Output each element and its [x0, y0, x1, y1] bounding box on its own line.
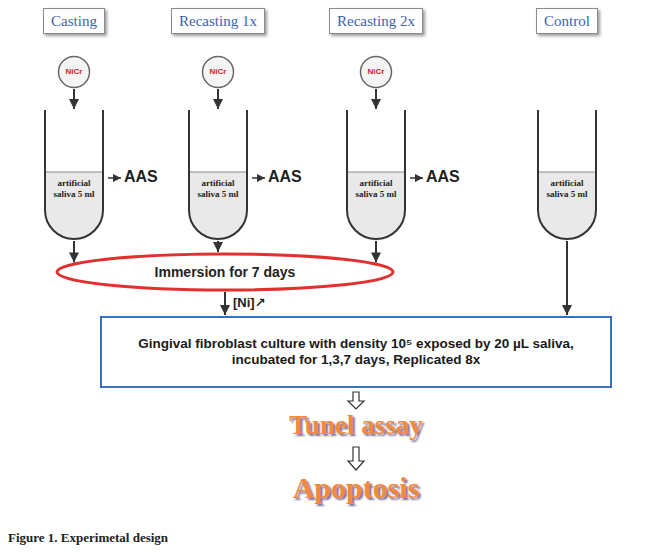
liquid-fill	[347, 172, 405, 239]
circle-outline	[203, 57, 234, 88]
flow-arrow	[217, 89, 219, 109]
figure-caption: Figure 1. Experimetal design	[8, 530, 168, 546]
group-header: Recasting 1x	[171, 8, 265, 34]
leader-arrow	[108, 177, 121, 179]
group-header: Recasting 2x	[329, 8, 423, 34]
tube-outline	[187, 110, 249, 240]
tube-outline	[45, 110, 103, 239]
node-text: artificial saliva 5 ml	[545, 178, 589, 200]
liquid-fill	[45, 172, 103, 239]
node-text: NiCr	[210, 67, 227, 77]
hollow-arrow	[348, 447, 364, 470]
saliva-tube: artificial saliva 5 ml	[536, 110, 598, 240]
node-text: artificial saliva 5 ml	[354, 178, 398, 200]
circle-outline	[59, 57, 90, 88]
liquid-level	[45, 172, 103, 173]
node-text: NiCr	[66, 67, 83, 77]
alloy-circle: NiCr	[201, 55, 235, 89]
node-text: Immersion for 7 days	[155, 264, 296, 281]
group-header: Control	[536, 8, 598, 34]
tube-outline	[538, 110, 596, 239]
leader-arrow	[410, 177, 423, 179]
result-title: Apoptosis	[206, 471, 506, 506]
output-label: AAS	[426, 168, 476, 186]
flow-arrow	[73, 241, 75, 262]
saliva-tube: artificial saliva 5 ml	[187, 110, 249, 240]
assay-title: Tunel assay	[206, 410, 506, 441]
node-text: artificial saliva 5 ml	[196, 178, 240, 200]
node-text: Recasting 2x	[337, 12, 415, 30]
tube-outline	[345, 110, 407, 240]
immersion-ellipse: Immersion for 7 days	[55, 252, 395, 292]
liquid-level	[538, 172, 596, 173]
node-text: Casting	[51, 12, 97, 30]
hollow-arrow	[348, 392, 364, 409]
output-label: AAS	[124, 168, 174, 186]
saliva-tube: artificial saliva 5 ml	[345, 110, 407, 240]
alloy-circle: NiCr	[57, 55, 91, 89]
saliva-tube: artificial saliva 5 ml	[43, 110, 105, 240]
culture-box: Gingival fibroblast culture with density…	[100, 316, 612, 388]
node-text: Control	[544, 12, 590, 30]
edge-label: [Ni]↗	[231, 295, 268, 312]
liquid-level	[347, 172, 405, 173]
group-header: Casting	[43, 8, 105, 34]
flow-arrow	[375, 241, 377, 262]
liquid-fill	[538, 172, 596, 239]
alloy-circle: NiCr	[359, 55, 393, 89]
ellipse-outline	[57, 254, 393, 290]
circle-outline	[361, 57, 392, 88]
node-text: Gingival fibroblast culture with density…	[110, 336, 602, 368]
flow-arrow	[217, 241, 219, 252]
node-text: artificial saliva 5 ml	[52, 178, 96, 200]
output-label: AAS	[268, 168, 318, 186]
liquid-fill	[189, 172, 247, 239]
node-text: NiCr	[368, 67, 385, 77]
tube-outline	[43, 110, 105, 240]
flow-arrow	[566, 241, 568, 315]
node-text: Recasting 1x	[179, 12, 257, 30]
leader-arrow	[252, 177, 265, 179]
tube-outline	[536, 110, 598, 240]
flow-arrow	[73, 89, 75, 109]
tube-outline	[347, 110, 405, 239]
flow-arrow	[375, 89, 377, 109]
flow-arrow	[224, 292, 226, 315]
tube-outline	[189, 110, 247, 239]
liquid-level	[189, 172, 247, 173]
